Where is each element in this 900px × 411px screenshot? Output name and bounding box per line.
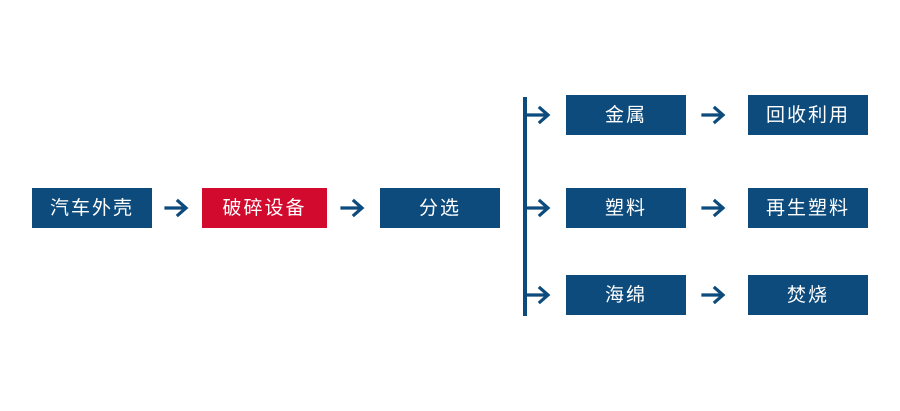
node-process-crusher[interactable]: 破碎设备 bbox=[202, 188, 327, 228]
branch-arrow-right-icon bbox=[525, 193, 555, 223]
node-input-car-shell[interactable]: 汽车外壳 bbox=[32, 188, 152, 228]
node-material-plastic[interactable]: 塑料 bbox=[566, 188, 686, 228]
branch-arrow-right-icon bbox=[525, 100, 555, 130]
node-outcome-recycled-plastic[interactable]: 再生塑料 bbox=[748, 188, 868, 228]
arrow-right-icon bbox=[700, 193, 730, 223]
node-material-metal[interactable]: 金属 bbox=[566, 95, 686, 135]
node-material-sponge[interactable]: 海绵 bbox=[566, 275, 686, 315]
arrow-right-icon bbox=[163, 193, 193, 223]
branch-arrow-right-icon bbox=[525, 280, 555, 310]
arrow-right-icon bbox=[700, 100, 730, 130]
node-outcome-recycle-reuse[interactable]: 回收利用 bbox=[748, 95, 868, 135]
arrow-right-icon bbox=[700, 280, 730, 310]
node-outcome-incineration[interactable]: 焚烧 bbox=[748, 275, 868, 315]
arrow-right-icon bbox=[339, 193, 369, 223]
node-separation[interactable]: 分选 bbox=[380, 188, 500, 228]
